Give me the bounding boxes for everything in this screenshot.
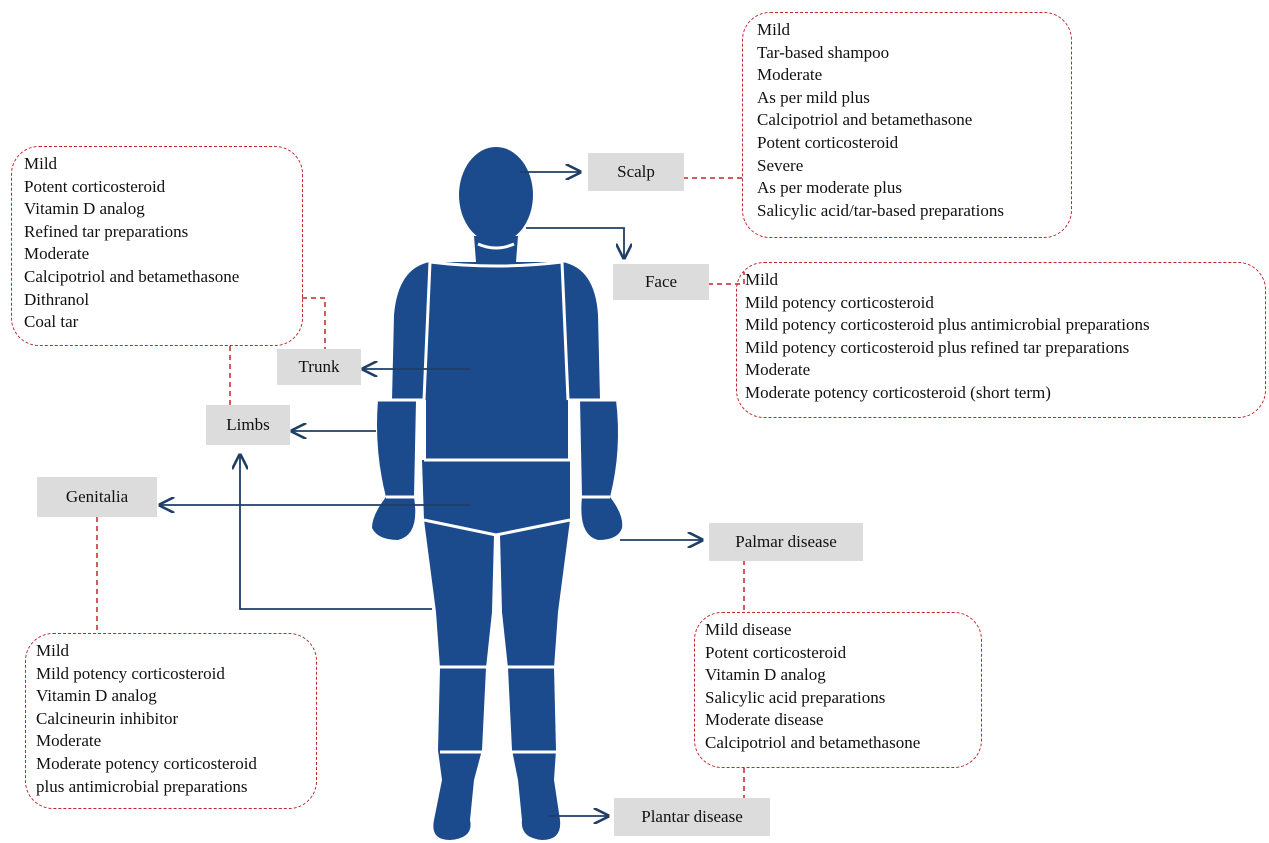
region-label-trunk: Trunk <box>277 349 361 385</box>
treatment-line: Mild <box>745 270 779 289</box>
dashed-links <box>96 177 745 800</box>
treatment-line: Mild potency corticosteroid plus antimic… <box>745 315 1150 335</box>
treatment-line: Severe <box>757 155 804 175</box>
treatment-line: Refined tar preparations <box>24 221 189 241</box>
treatment-line: Mild disease <box>705 620 792 639</box>
treatment-line: Calcipotriol and betamethasone <box>757 110 973 130</box>
treatment-line: Salicylic acid/tar-based preparations <box>757 200 1004 220</box>
region-label-palmar-disease: Palmar disease <box>709 523 863 561</box>
treatment-line: Coal tar <box>24 312 79 332</box>
treatment-line: As per mild plus <box>757 87 870 107</box>
treatment-line: plus antimicrobial preparations <box>36 776 248 796</box>
arrow-limbs-from-leg <box>240 455 432 610</box>
treatment-line: Moderate disease <box>705 710 824 730</box>
treatment-line: Salicylic acid preparations <box>705 687 886 707</box>
region-label-scalp: Scalp <box>588 153 684 191</box>
body-segment-lines <box>378 242 616 754</box>
region-label-genitalia: Genitalia <box>37 477 157 517</box>
treatment-box-trunk-limbs: Mild Potent corticosteroid Vitamin D ana… <box>11 146 303 346</box>
treatment-box-face: Mild Mild potency corticosteroid Mild po… <box>736 262 1266 418</box>
treatment-line: Moderate potency corticosteroid (short t… <box>745 382 1051 402</box>
region-label-plantar-disease: Plantar disease <box>614 798 770 836</box>
treatment-line: Mild <box>757 20 791 39</box>
treatment-line: Moderate <box>24 244 90 264</box>
treatment-line: Calcipotriol and betamethasone <box>705 732 921 752</box>
region-label-limbs: Limbs <box>206 405 290 445</box>
treatment-line: Moderate <box>757 65 823 85</box>
treatment-line: Mild potency corticosteroid <box>36 663 225 683</box>
region-label-face: Face <box>613 264 709 300</box>
treatment-box-palmar-plantar: Mild disease Potent corticosteroid Vitam… <box>694 612 982 768</box>
treatment-box-genitalia: Mild Mild potency corticosteroid Vitamin… <box>25 633 317 809</box>
arrow-face <box>526 227 624 258</box>
human-silhouette <box>372 147 623 840</box>
treatment-line: Vitamin D analog <box>36 686 157 706</box>
treatment-line: Mild potency corticosteroid plus refined… <box>745 337 1130 357</box>
treatment-line: Vitamin D analog <box>705 665 826 685</box>
treatment-line: Mild <box>24 154 58 173</box>
treatment-line: Vitamin D analog <box>24 199 145 219</box>
treatment-line: Calcineurin inhibitor <box>36 708 179 728</box>
treatment-line: Dithranol <box>24 289 90 309</box>
treatment-line: Moderate <box>36 731 102 751</box>
treatment-line: Tar-based shampoo <box>757 42 890 62</box>
treatment-line: As per moderate plus <box>757 178 902 198</box>
treatment-line: Mild <box>36 641 70 660</box>
treatment-line: Moderate potency corticosteroid <box>36 753 257 773</box>
treatment-box-scalp: Mild Tar-based shampoo Moderate As per m… <box>742 12 1072 238</box>
arrow-connectors <box>160 172 702 816</box>
treatment-line: Potent corticosteroid <box>24 176 166 196</box>
treatment-line: Calcipotriol and betamethasone <box>24 266 240 286</box>
treatment-line: Moderate <box>745 360 811 380</box>
treatment-line: Mild potency corticosteroid <box>745 292 934 312</box>
treatment-line: Potent corticosteroid <box>757 132 899 152</box>
treatment-line: Potent corticosteroid <box>705 642 847 662</box>
